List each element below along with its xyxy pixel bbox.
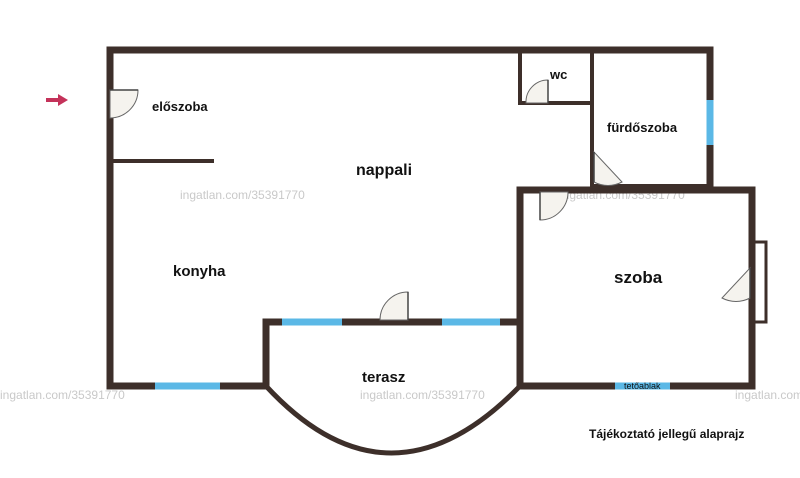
watermark-right-bottom: ingatlan.com/35391770 [735, 388, 800, 402]
watermark-left-bottom: ingatlan.com/35391770 [0, 388, 125, 402]
doors [109, 79, 751, 321]
skylight-label: tetőablak [624, 381, 661, 391]
bedroom-door [539, 191, 569, 221]
room-label-konyha: konyha [173, 263, 226, 280]
room-label-nappali: nappali [356, 162, 412, 179]
watermark-mid: ingatlan.com/35391770 [180, 188, 305, 202]
disclaimer: Tájékoztató jellegű alaprajz [589, 427, 744, 441]
wc-door [525, 79, 549, 104]
room-label-eloszoba: előszoba [152, 99, 208, 114]
windows [155, 100, 714, 390]
bathroom-door [593, 150, 623, 186]
room-label-wc: wc [549, 67, 567, 82]
terrace-door [379, 291, 409, 321]
watermark-center-bottom: ingatlan.com/35391770 [360, 388, 485, 402]
room-label-furdoszoba: fürdőszoba [607, 120, 678, 135]
entrance-door [109, 89, 139, 119]
arrow-right-icon [46, 94, 68, 106]
room-label-terasz: terasz [362, 369, 405, 386]
bay-door [721, 266, 751, 302]
room-label-szoba: szoba [614, 268, 663, 287]
